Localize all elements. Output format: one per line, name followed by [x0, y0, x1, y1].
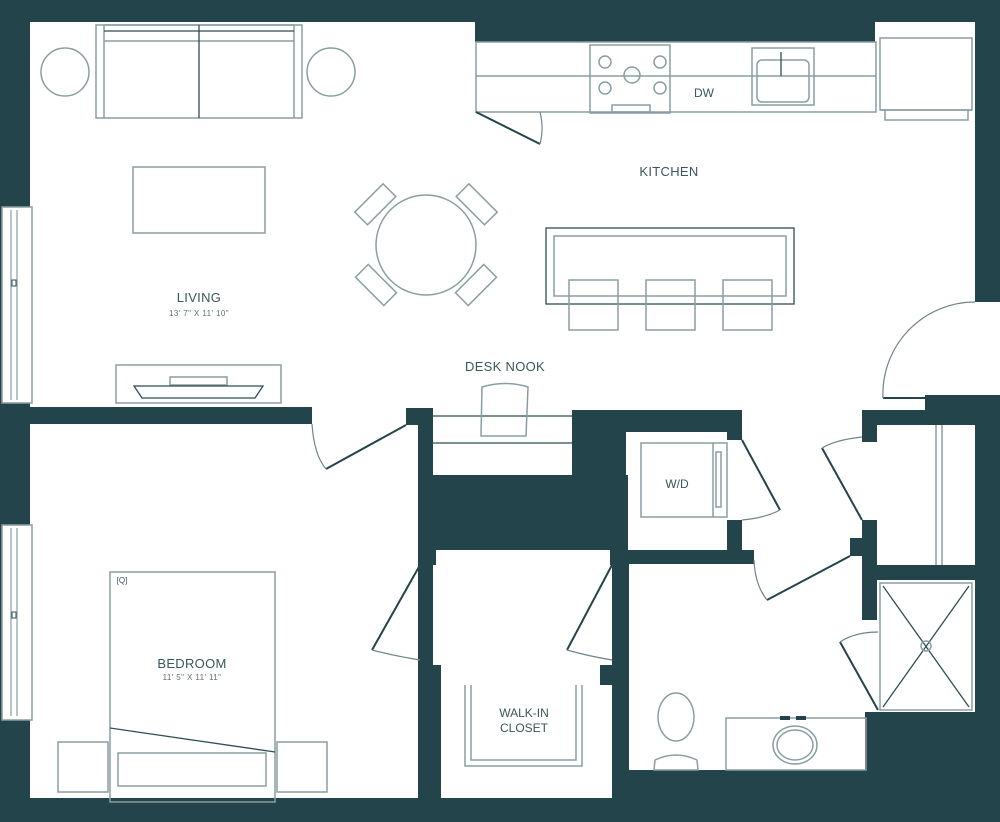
room-dimensions: 11' 5" X 11' 11" — [162, 673, 222, 682]
pantry-door — [475, 111, 543, 145]
linen-closet — [821, 425, 975, 565]
room-label-walk-in-closet: WALK-IN CLOSET — [499, 706, 549, 736]
desk — [433, 382, 572, 444]
side-table-left — [40, 47, 90, 97]
room-label-living: LIVING 13' 7" X 11' 10" — [169, 290, 229, 318]
interior-walls — [30, 280, 1000, 822]
window-living — [1, 206, 33, 404]
bathroom-door — [753, 555, 851, 601]
bedroom-door — [311, 423, 407, 470]
room-label-kitchen: KITCHEN — [639, 164, 699, 179]
side-table-right — [306, 47, 356, 97]
closet-door-right — [566, 564, 613, 661]
closet-label-line1: WALK-IN — [499, 706, 549, 720]
closet-shelving — [464, 685, 583, 767]
shower — [839, 580, 975, 712]
closet-door-left — [371, 564, 421, 661]
closet-label-line2: CLOSET — [499, 721, 548, 735]
coffee-table — [132, 166, 266, 234]
room-dimensions: 13' 7" X 11' 10" — [169, 309, 229, 318]
kitchen-counter — [475, 37, 973, 121]
room-name: LIVING — [176, 290, 222, 305]
room-label-bedroom: BEDROOM 11' 5" X 11' 11" — [157, 656, 226, 682]
room-label-desk-nook: DESK NOOK — [465, 359, 545, 374]
entry-door — [882, 301, 976, 399]
window-bedroom — [1, 524, 33, 721]
sofa — [95, 24, 303, 119]
toilet — [653, 692, 699, 771]
kitchen-island — [545, 227, 795, 331]
washer-dryer — [640, 439, 781, 521]
bed-size-label: [Q] — [116, 576, 128, 585]
washer-dryer-label: W/D — [665, 477, 689, 491]
room-name: BEDROOM — [157, 656, 227, 671]
bed — [57, 571, 328, 803]
dishwasher-label: DW — [694, 86, 714, 100]
dining-set — [353, 182, 499, 307]
tv-console — [115, 364, 282, 404]
vanity — [725, 716, 867, 771]
